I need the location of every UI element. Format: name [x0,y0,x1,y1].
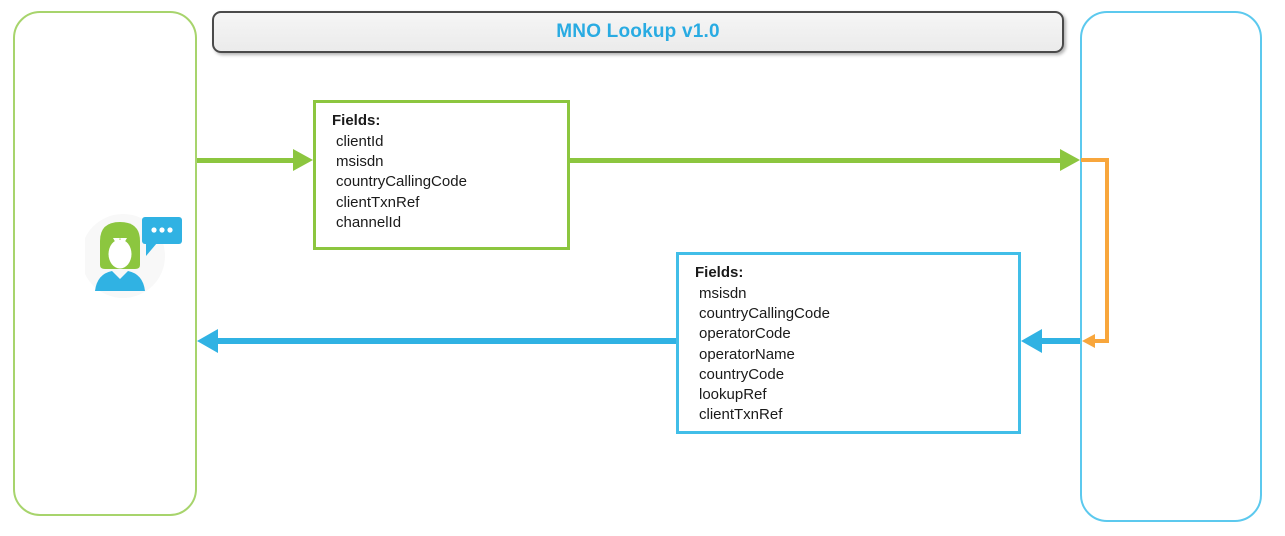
diagram-title-box: MNO Lookup v1.0 [212,11,1064,53]
response-fields-title: Fields: [695,264,744,281]
response-arrow-line-right [1040,338,1080,344]
request-fields-box: Fields: clientId msisdn countryCallingCo… [313,100,570,250]
field-item: operatorName [699,345,795,363]
field-item: lookupRef [699,386,767,404]
request-arrowhead-into-box [293,149,313,171]
request-arrow-line-left [197,158,295,163]
field-item: clientId [336,133,384,150]
client-lifeline-panel [13,11,197,516]
response-fields-box: Fields: msisdn countryCallingCode operat… [676,252,1021,434]
field-item: clientTxnRef [336,193,420,211]
request-arrow-line-right [570,158,1061,163]
service-connector-bottom-segment [1094,339,1106,343]
service-connector-top-segment [1081,158,1109,162]
response-arrowhead-into-box [1021,329,1042,353]
service-connector-arrowhead [1082,334,1095,348]
field-item: msisdn [336,153,384,171]
field-item: clientTxnRef [699,406,783,424]
request-arrowhead-into-service [1060,149,1080,171]
service-connector-vertical-segment [1105,158,1109,343]
field-item: channelId [336,213,402,231]
response-arrow-line-left [218,338,676,344]
request-fields-title: Fields: [332,112,381,129]
field-item: countryCode [699,365,785,383]
response-fields-list: msisdn countryCallingCode operatorCode o… [695,284,1010,425]
diagram-title: MNO Lookup v1.0 [556,21,720,42]
field-item: operatorCode [699,325,791,343]
person-chat-icon [85,214,182,298]
field-item: msisdn [699,285,747,302]
request-fields-list: clientId msisdn countryCallingCode clien… [332,132,559,233]
field-item: countryCallingCode [336,173,467,191]
field-item: countryCallingCode [699,305,830,323]
response-arrowhead-into-client [197,329,218,353]
service-lifeline-panel [1080,11,1262,522]
